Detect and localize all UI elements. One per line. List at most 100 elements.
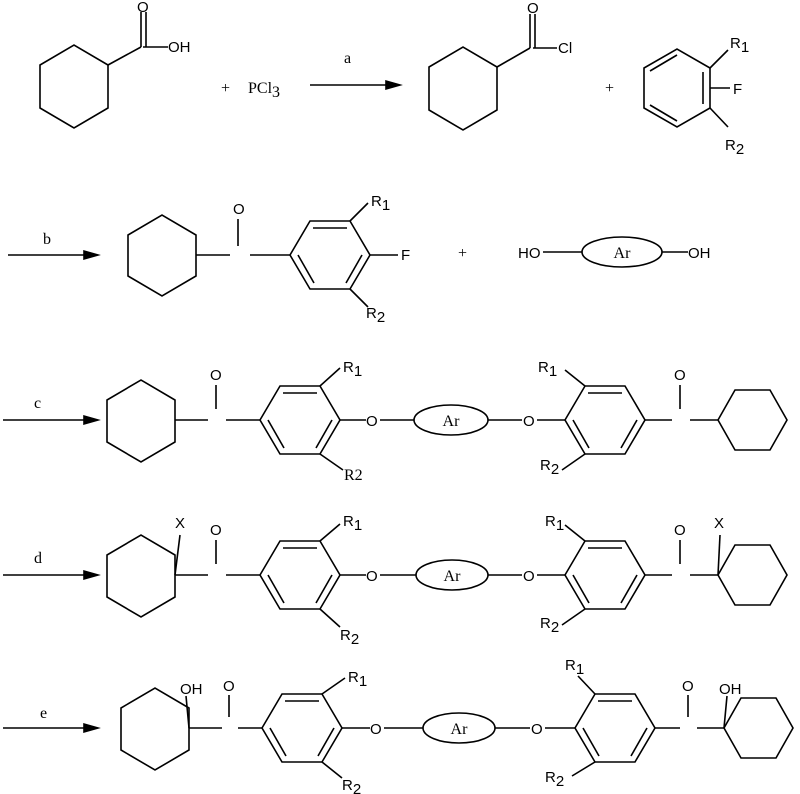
r2-label: R2 (366, 305, 385, 326)
r2-label: R2 (725, 137, 744, 158)
ether-oxygen-label: O (370, 721, 382, 738)
r1-subscript: 1 (549, 363, 557, 380)
carbonyl-oxygen-label: O (674, 522, 686, 539)
r2-subscript: 2 (377, 309, 385, 326)
carbonyl-oxygen-label: O (210, 367, 222, 384)
carbonyl-oxygen-label: O (527, 0, 539, 17)
r2-text: R (340, 627, 351, 644)
step-label-e: e (40, 705, 47, 722)
r1-subscript: 1 (359, 673, 367, 690)
r2-text: R (545, 769, 556, 786)
reaction-arrow-d: d (3, 550, 101, 581)
fluorine-label: F (733, 81, 742, 98)
plus-sign: + (221, 80, 230, 97)
r1-subscript: 1 (556, 517, 564, 534)
r1-label: R1 (565, 657, 584, 678)
r1-text: R (348, 669, 359, 686)
r1-text: R (538, 359, 549, 376)
carbonyl-oxygen-label: O (674, 367, 686, 384)
carbonyl-oxygen-label: O (210, 522, 222, 539)
r1-text: R (343, 513, 354, 530)
r1-label: R1 (730, 35, 749, 56)
carbonyl-oxygen-label: O (137, 0, 149, 16)
reaction-arrow-b: b (8, 231, 101, 261)
r1-label: R1 (348, 669, 367, 690)
r1-label: R1 (343, 359, 362, 380)
r2-text: R (366, 305, 377, 322)
dihalo-diketone-intermediate: X O R1 R2 O Ar O R1 R2 O X (106, 513, 788, 648)
bis-hydroxyketone-product: OH O R1 R2 O Ar O R1 R2 O OH (120, 657, 794, 794)
r1-text: R (545, 513, 556, 530)
ether-oxygen-label: O (366, 413, 378, 430)
r2-subscript: 2 (351, 631, 359, 648)
hydroxyl-label: OH (719, 681, 742, 698)
pcl3-label: PCl3 (248, 80, 280, 101)
r1-label: R1 (343, 513, 362, 534)
plus-sign: + (458, 245, 467, 262)
reaction-arrow-e: e (3, 705, 101, 734)
r1-subscript: 1 (382, 197, 390, 214)
pcl3-subscript: 3 (272, 84, 280, 101)
r2-label: R2 (540, 457, 559, 478)
ether-oxygen-label: O (523, 568, 535, 585)
r1-subscript: 1 (576, 661, 584, 678)
r2-text: R (540, 615, 551, 632)
r2-label: R2 (344, 467, 363, 484)
r1-text: R (371, 193, 382, 210)
hydroxyl-label-right: OH (688, 245, 711, 262)
fluorobenzene-reactant: R1 F R2 (643, 35, 749, 158)
r2-subscript: 2 (556, 773, 564, 790)
carbonyl-oxygen-label: O (233, 201, 245, 218)
ar-label: Ar (614, 245, 632, 262)
r1-text: R (565, 657, 576, 674)
r2-subscript: 2 (551, 619, 559, 636)
r2-subscript: 2 (551, 461, 559, 478)
plus-sign: + (605, 80, 614, 97)
r1-subscript: 1 (354, 363, 362, 380)
r2-label: R2 (540, 615, 559, 636)
r1-text: R (730, 35, 741, 52)
r2-text: R (342, 777, 353, 794)
halogen-x-label: X (175, 515, 185, 532)
halogen-x-label: X (714, 515, 724, 532)
step-label-d: d (34, 550, 42, 567)
r1-text: R (343, 359, 354, 376)
r2-subscript: 2 (353, 781, 361, 794)
fluorophenyl-cyclohexyl-ketone: O R1 F R2 (127, 193, 410, 326)
ar-label: Ar (444, 568, 462, 585)
pcl3-text: PCl (248, 80, 273, 97)
cyclohexanecarbonyl-chloride: O Cl (428, 0, 572, 131)
diketone-ether-intermediate: O R1 R2 O Ar O R1 R2 O (106, 359, 788, 484)
r1-label: R1 (545, 513, 564, 534)
r2-label: R2 (340, 627, 359, 648)
hydroxyl-label: OH (168, 39, 191, 56)
ether-oxygen-label: O (531, 721, 543, 738)
r2-label: R2 (545, 769, 564, 790)
reaction-arrow-a: a (310, 50, 403, 91)
r2-label: R2 (342, 777, 361, 794)
r1-label: R1 (371, 193, 390, 214)
ar-label: Ar (451, 721, 469, 738)
step-label-c: c (34, 395, 41, 412)
ether-oxygen-label: O (366, 568, 378, 585)
fluorine-label: F (401, 247, 410, 264)
step-label-a: a (344, 50, 351, 67)
reaction-arrow-c: c (3, 395, 101, 426)
hydroxyl-label-left: HO (518, 245, 541, 262)
aryl-diol: HO Ar OH (518, 236, 711, 268)
r2-text: R (725, 137, 736, 154)
r2-subscript: 2 (736, 141, 744, 158)
hydroxyl-label: OH (180, 681, 203, 698)
chlorine-label: Cl (558, 40, 572, 57)
carbonyl-oxygen-label: O (682, 678, 694, 695)
ether-oxygen-label: O (523, 413, 535, 430)
step-label-b: b (43, 231, 51, 248)
r1-subscript: 1 (741, 39, 749, 56)
r1-label: R1 (538, 359, 557, 380)
ar-label: Ar (443, 413, 461, 430)
carbonyl-oxygen-label: O (223, 678, 235, 695)
r2-text: R (540, 457, 551, 474)
cyclohexanecarboxylic-acid: O OH (39, 0, 191, 129)
r1-subscript: 1 (354, 517, 362, 534)
